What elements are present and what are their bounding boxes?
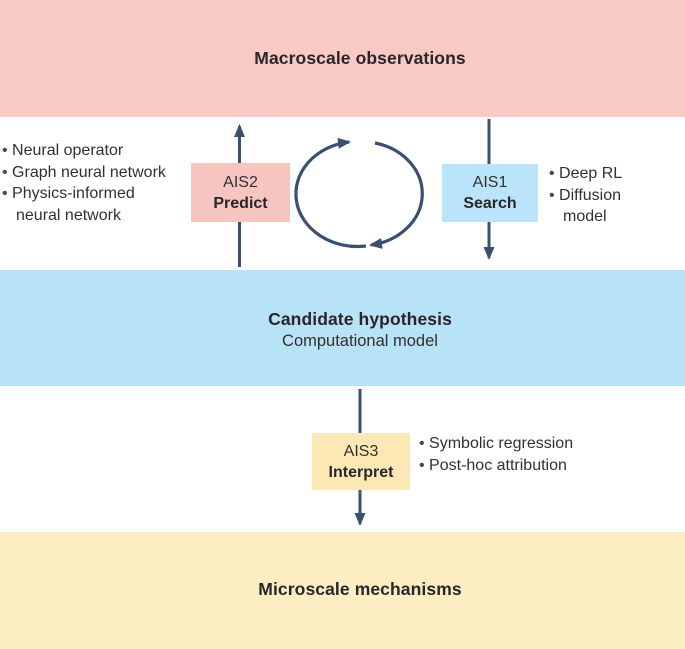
- predict-methods-list: Neural operator Graph neural network Phy…: [2, 140, 182, 226]
- search-methods-list: Deep RL Diffusion model: [549, 163, 649, 228]
- list-item: Diffusion model: [549, 185, 649, 228]
- ais2-predict-box: AIS2 Predict: [191, 163, 290, 222]
- macroscale-title: Macroscale observations: [254, 48, 466, 68]
- search-label: Search: [463, 195, 517, 212]
- ais2-label: AIS2: [223, 173, 258, 191]
- computational-model-subtitle: Computational model: [282, 332, 438, 350]
- ais1-search-box: AIS1 Search: [442, 164, 538, 222]
- list-item: Physics-informed neural network: [2, 183, 182, 226]
- predict-label: Predict: [213, 194, 268, 212]
- interpret-methods-list: Symbolic regression Post-hoc attribution: [419, 433, 629, 476]
- list-item: Graph neural network: [2, 162, 182, 184]
- list-item: Deep RL: [549, 163, 649, 185]
- band-candidate-hypothesis: [0, 270, 685, 386]
- band-macroscale: [0, 0, 685, 117]
- candidate-hypothesis-title: Candidate hypothesis: [268, 309, 452, 329]
- ais3-interpret-box: AIS3 Interpret: [312, 433, 410, 490]
- list-item: Post-hoc attribution: [419, 455, 629, 477]
- band-microscale: [0, 532, 685, 649]
- ais1-label: AIS1: [472, 174, 508, 191]
- ais3-label: AIS3: [343, 442, 379, 460]
- list-item: Neural operator: [2, 140, 182, 162]
- cycle-arrows-icon: [294, 137, 424, 249]
- list-item: Symbolic regression: [419, 433, 629, 455]
- microscale-title: Microscale mechanisms: [258, 579, 462, 599]
- interpret-label: Interpret: [328, 463, 394, 481]
